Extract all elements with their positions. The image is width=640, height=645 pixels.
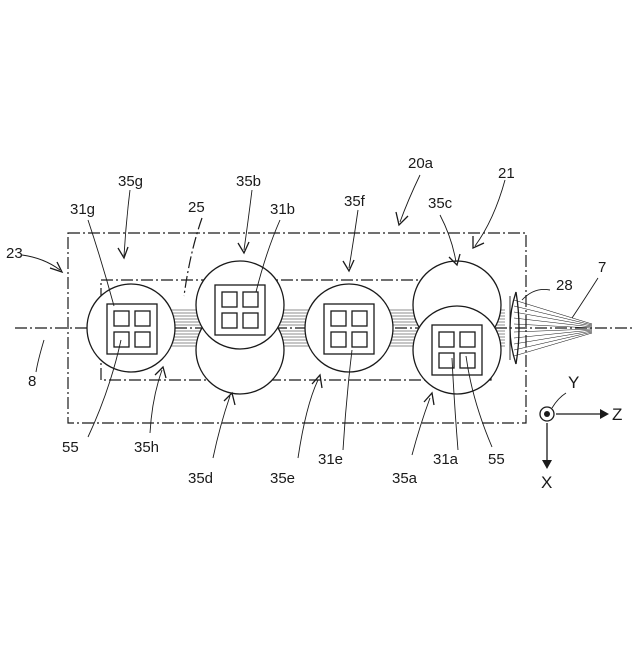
label-21: 21 xyxy=(498,165,515,182)
axis-label-x: X xyxy=(541,473,552,492)
label-31g: 31g xyxy=(70,201,95,218)
axis-label-y: Y xyxy=(568,373,579,392)
x-arrowhead-icon xyxy=(542,460,552,469)
label-8: 8 xyxy=(28,373,36,390)
axis-labels: Y Z X xyxy=(541,373,622,492)
label-28: 28 xyxy=(556,277,573,294)
coordinate-system xyxy=(540,393,609,469)
label-35c: 35c xyxy=(428,195,453,212)
y-axis-leader xyxy=(552,393,566,408)
label-35g: 35g xyxy=(118,173,143,190)
label-35h: 35h xyxy=(134,439,159,456)
label-31a: 31a xyxy=(433,451,459,468)
circle-35b xyxy=(196,261,284,349)
label-31b: 31b xyxy=(270,201,295,218)
label-31e: 31e xyxy=(318,451,343,468)
label-35d: 35d xyxy=(188,470,213,487)
label-55-right: 55 xyxy=(488,451,505,468)
z-arrowhead-icon xyxy=(600,409,609,419)
label-23: 23 xyxy=(6,245,23,262)
circle-35f xyxy=(305,284,393,372)
circle-35g xyxy=(87,284,175,372)
label-35b: 35b xyxy=(236,173,261,190)
label-35e: 35e xyxy=(270,470,295,487)
label-55-left: 55 xyxy=(62,439,79,456)
circle-35a xyxy=(413,306,501,394)
label-20a: 20a xyxy=(408,155,434,172)
label-7: 7 xyxy=(598,259,606,276)
axis-label-z: Z xyxy=(612,405,622,424)
y-axis-dot xyxy=(544,411,550,417)
label-35f: 35f xyxy=(344,193,366,210)
label-25: 25 xyxy=(188,199,205,216)
label-35a: 35a xyxy=(392,470,418,487)
